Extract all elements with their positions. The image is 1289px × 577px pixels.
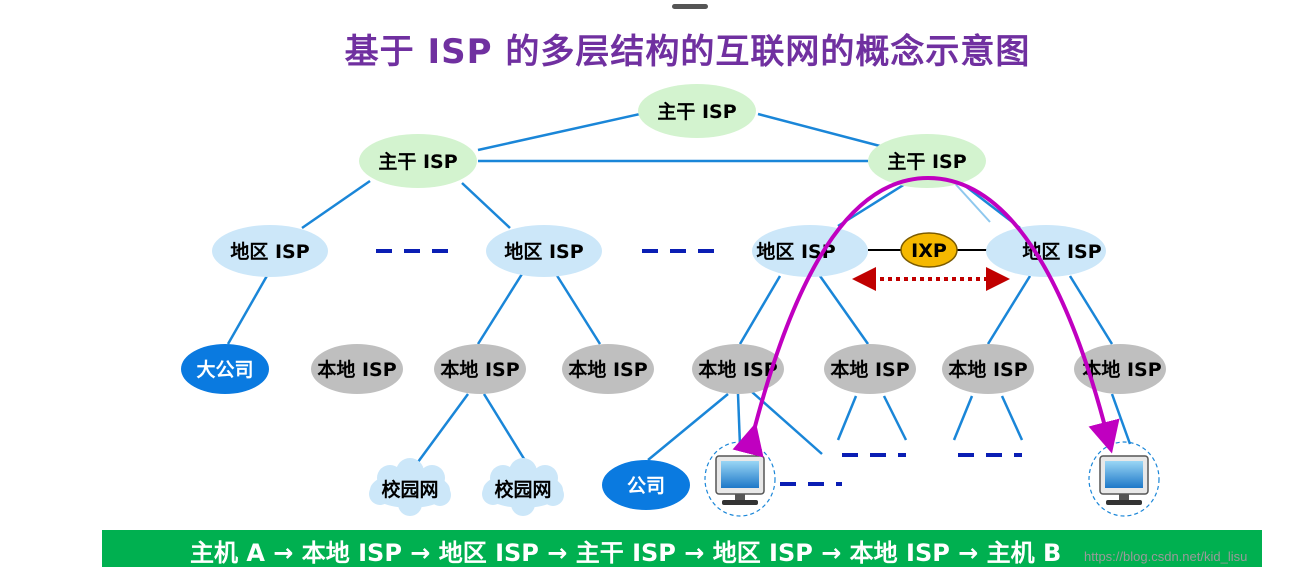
host-b-computer-icon bbox=[1088, 441, 1160, 517]
local-4-label: 本地 ISP bbox=[698, 358, 777, 381]
path-caption-bar bbox=[102, 530, 1262, 567]
path-caption: 主机 A → 本地 ISP → 地区 ISP → 主干 ISP → 地区 ISP… bbox=[190, 539, 1062, 567]
diagram-title: 基于 ISP 的多层结构的互联网的概念示意图 bbox=[344, 32, 1031, 72]
local-2-label: 本地 ISP bbox=[440, 358, 519, 381]
campus-cloud-icon: 校园网 bbox=[482, 458, 564, 516]
local-isp-node-6: 本地 ISP bbox=[942, 344, 1034, 394]
regional-4-label: 地区 ISP bbox=[1022, 240, 1101, 263]
host-a-computer-icon bbox=[704, 441, 776, 517]
regional-3-label: 地区 ISP bbox=[756, 240, 835, 263]
ixp-node: IXP bbox=[900, 232, 958, 268]
regional-node-2: 地区 ISP bbox=[486, 225, 602, 277]
regional-node-4: 地区 ISP bbox=[986, 225, 1106, 277]
backbone-left-node: 主干 ISP bbox=[359, 134, 477, 188]
link-r3-l5 bbox=[818, 275, 870, 345]
backbone-right-node: 主干 ISP bbox=[868, 134, 986, 188]
company-node: 公司 bbox=[602, 460, 690, 510]
route-arrow bbox=[732, 175, 1120, 458]
campus-2-label: 校园网 bbox=[494, 478, 551, 501]
local-isp-node-2: 本地 ISP bbox=[434, 344, 526, 394]
big-company-node: 大公司 bbox=[181, 344, 269, 394]
link-bbl-r1 bbox=[301, 179, 371, 230]
campus-cloud-icon: 校园网 bbox=[369, 458, 451, 516]
local-1-label: 本地 ISP bbox=[317, 358, 396, 381]
link-bbl-r2 bbox=[461, 182, 511, 229]
local-isp-node-7: 本地 ISP bbox=[1074, 344, 1166, 394]
local-6-label: 本地 ISP bbox=[948, 358, 1027, 381]
link-r3-l4 bbox=[738, 275, 782, 345]
big-company-label: 大公司 bbox=[196, 358, 253, 381]
backbone-top-label: 主干 ISP bbox=[657, 101, 736, 123]
link-light bbox=[949, 177, 991, 223]
regional-1-label: 地区 ISP bbox=[230, 240, 309, 263]
link-l4-company bbox=[647, 393, 729, 461]
link-r1-bigco bbox=[226, 273, 270, 345]
local-isp-node-5: 本地 ISP bbox=[824, 344, 916, 394]
regional-2-label: 地区 ISP bbox=[504, 240, 583, 263]
link-l2-campus2 bbox=[482, 393, 528, 463]
link-l6-a bbox=[952, 395, 974, 441]
link-l6-b bbox=[1000, 395, 1024, 441]
ixp-label: IXP bbox=[911, 240, 947, 262]
company-label: 公司 bbox=[627, 475, 665, 497]
link-top-right bbox=[757, 112, 881, 148]
local-isp-node-3: 本地 ISP bbox=[562, 344, 654, 394]
link-l2-campus1 bbox=[416, 393, 470, 463]
link-r4-l6 bbox=[986, 275, 1032, 345]
link-top-left bbox=[477, 112, 641, 152]
local-7-label: 本地 ISP bbox=[1082, 358, 1161, 381]
regional-node-3: 地区 ISP bbox=[752, 225, 868, 277]
regional-node-1: 地区 ISP bbox=[212, 225, 328, 277]
backbone-left-label: 主干 ISP bbox=[378, 151, 457, 173]
backbone-top-node: 主干 ISP bbox=[638, 84, 756, 138]
campus-1-label: 校园网 bbox=[381, 478, 438, 501]
local-isp-node-1: 本地 ISP bbox=[311, 344, 403, 394]
local-isp-node-4: 本地 ISP bbox=[692, 344, 784, 394]
backbone-right-label: 主干 ISP bbox=[887, 151, 966, 173]
link-r2-l2 bbox=[476, 273, 524, 345]
link-r2-l3 bbox=[554, 273, 602, 345]
watermark: https://blog.csdn.net/kid_lisu bbox=[1084, 549, 1248, 564]
link-r4-l7 bbox=[1068, 275, 1114, 345]
local-5-label: 本地 ISP bbox=[830, 358, 909, 381]
link-l5-a bbox=[836, 395, 858, 441]
link-l7-hostB bbox=[1110, 393, 1132, 445]
link-l4-hostA bbox=[736, 393, 742, 447]
local-3-label: 本地 ISP bbox=[568, 358, 647, 381]
link-l5-b bbox=[882, 395, 908, 441]
top-handle bbox=[672, 4, 708, 9]
